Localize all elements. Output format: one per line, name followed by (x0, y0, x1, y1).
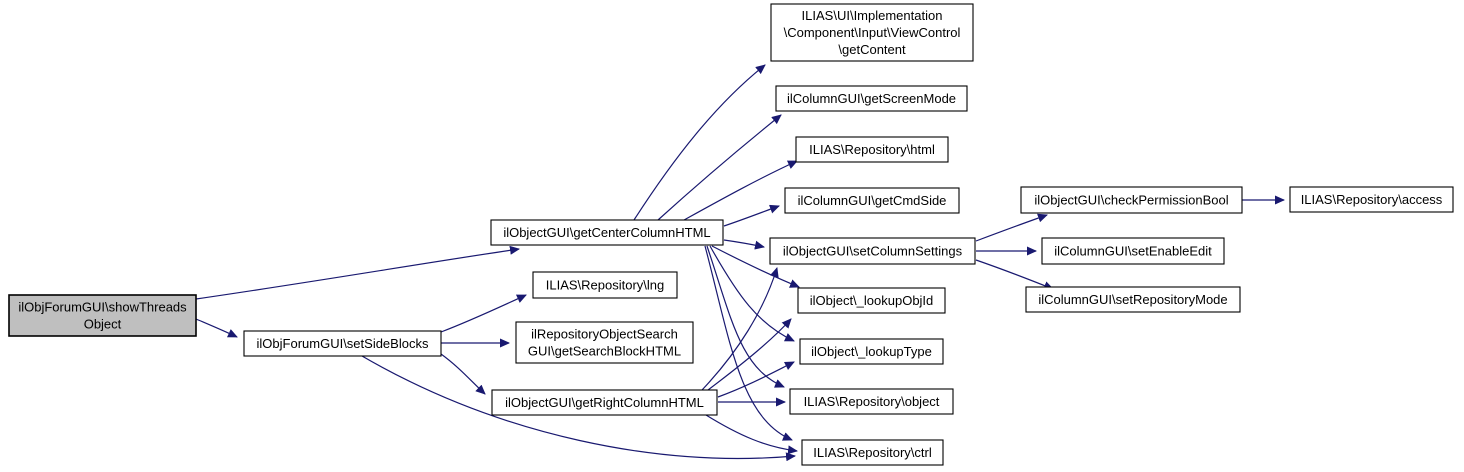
node-label-get-cmd-side: ilColumnGUI\getCmdSide (798, 193, 947, 208)
edge-get-right-column-html--repository-ctrl (705, 414, 798, 455)
edges-layer (195, 64, 1285, 462)
node-label-check-permission-bool: ilObjectGUI\checkPermissionBool (1034, 193, 1228, 208)
node-box-get-cmd-side[interactable] (784, 187, 960, 214)
edge-set-side-blocks--lng (440, 294, 527, 333)
edge-get-center-column-html--lookup-obj-id (711, 245, 800, 288)
edge-get-center-column-html--repository-ctrl (704, 245, 793, 441)
node-label-repository-access: ILIAS\Repository\access (1301, 192, 1443, 207)
node-repository-access[interactable]: ILIAS\Repository\access (1289, 186, 1454, 213)
node-get-right-column-html[interactable]: ilObjectGUI\getRightColumnHTML (491, 389, 718, 416)
node-repository-ctrl[interactable]: ILIAS\Repository\ctrl (801, 439, 944, 466)
node-box-set-repository-mode[interactable] (1025, 286, 1241, 313)
node-box-check-permission-bool[interactable] (1020, 186, 1243, 214)
node-box-show-threads-object[interactable] (8, 294, 197, 337)
node-box-get-right-column-html[interactable] (491, 389, 718, 416)
node-box-set-enable-edit[interactable] (1041, 237, 1225, 265)
node-get-cmd-side[interactable]: ilColumnGUI\getCmdSide (784, 187, 960, 214)
node-box-repository-access[interactable] (1289, 186, 1454, 213)
node-box-lng[interactable] (532, 271, 678, 299)
node-box-html[interactable] (795, 136, 949, 163)
edge-get-center-column-html--repository-object (706, 245, 785, 388)
node-box-repository-ctrl[interactable] (801, 439, 944, 466)
node-box-repository-object[interactable] (789, 388, 954, 415)
edge-set-column-settings--set-repository-mode (975, 259, 1054, 290)
edge-get-center-column-html--html (683, 160, 798, 221)
node-label-html: ILIAS\Repository\html (809, 142, 935, 157)
node-repository-object[interactable]: ILIAS\Repository\object (789, 388, 954, 415)
edge-set-side-blocks--repository-ctrl (361, 355, 796, 462)
node-view-control-get-content[interactable]: ILIAS\UI\Implementation\Component\Input\… (770, 3, 974, 62)
edge-set-side-blocks--get-right-column-html (440, 353, 486, 395)
node-label-get-center-column-html: ilObjectGUI\getCenterColumnHTML (503, 225, 710, 240)
node-label-view-control-get-content: ILIAS\UI\Implementation\Component\Input\… (784, 8, 961, 57)
edge-get-right-column-html--lookup-obj-id (707, 318, 792, 391)
node-box-get-search-block-html[interactable] (515, 321, 694, 364)
edge-get-center-column-html--lookup-type (709, 245, 795, 342)
edge-show-threads-object--set-side-blocks (195, 318, 238, 338)
edge-get-center-column-html--get-screen-mode (657, 114, 782, 221)
node-label-lookup-obj-id: ilObject\_lookupObjId (810, 293, 934, 308)
node-label-get-right-column-html: ilObjectGUI\getRightColumnHTML (505, 395, 704, 410)
edge-get-right-column-html--lookup-type (717, 361, 795, 398)
node-get-screen-mode[interactable]: ilColumnGUI\getScreenMode (775, 85, 968, 112)
node-label-set-repository-mode: ilColumnGUI\setRepositoryMode (1038, 292, 1227, 307)
node-html[interactable]: ILIAS\Repository\html (795, 136, 949, 163)
edge-get-right-column-html--set-column-settings (701, 267, 779, 391)
node-label-get-screen-mode: ilColumnGUI\getScreenMode (787, 91, 956, 106)
node-box-set-column-settings[interactable] (769, 237, 976, 265)
node-label-set-side-blocks: ilObjForumGUI\setSideBlocks (257, 336, 429, 351)
edge-set-column-settings--check-permission-bool (975, 213, 1048, 242)
node-box-lookup-obj-id[interactable] (797, 287, 946, 314)
node-label-lookup-type: ilObject\_lookupType (811, 344, 932, 359)
node-box-set-side-blocks[interactable] (243, 330, 442, 357)
node-set-side-blocks[interactable]: ilObjForumGUI\setSideBlocks (243, 330, 442, 357)
node-set-repository-mode[interactable]: ilColumnGUI\setRepositoryMode (1025, 286, 1241, 313)
node-lng[interactable]: ILIAS\Repository\lng (532, 271, 678, 299)
node-set-enable-edit[interactable]: ilColumnGUI\setEnableEdit (1041, 237, 1225, 265)
node-box-get-screen-mode[interactable] (775, 85, 968, 112)
node-label-set-enable-edit: ilColumnGUI\setEnableEdit (1054, 244, 1212, 259)
edge-get-center-column-html--view-control-get-content (633, 64, 766, 221)
node-check-permission-bool[interactable]: ilObjectGUI\checkPermissionBool (1020, 186, 1243, 214)
edge-get-center-column-html--get-cmd-side (723, 204, 780, 227)
node-label-lng: ILIAS\Repository\lng (546, 278, 665, 293)
node-get-center-column-html[interactable]: ilObjectGUI\getCenterColumnHTML (490, 219, 724, 246)
node-box-view-control-get-content[interactable] (770, 3, 974, 62)
node-label-set-column-settings: ilObjectGUI\setColumnSettings (783, 244, 963, 259)
node-lookup-obj-id[interactable]: ilObject\_lookupObjId (797, 287, 946, 314)
edge-get-center-column-html--set-column-settings (723, 239, 765, 250)
node-label-repository-object: ILIAS\Repository\object (804, 394, 940, 409)
node-box-lookup-type[interactable] (799, 338, 944, 365)
node-label-repository-ctrl: ILIAS\Repository\ctrl (813, 445, 932, 460)
node-set-column-settings[interactable]: ilObjectGUI\setColumnSettings (769, 237, 976, 265)
node-box-get-center-column-html[interactable] (490, 219, 724, 246)
edge-show-threads-object--get-center-column-html (195, 245, 520, 300)
node-lookup-type[interactable]: ilObject\_lookupType (799, 338, 944, 365)
